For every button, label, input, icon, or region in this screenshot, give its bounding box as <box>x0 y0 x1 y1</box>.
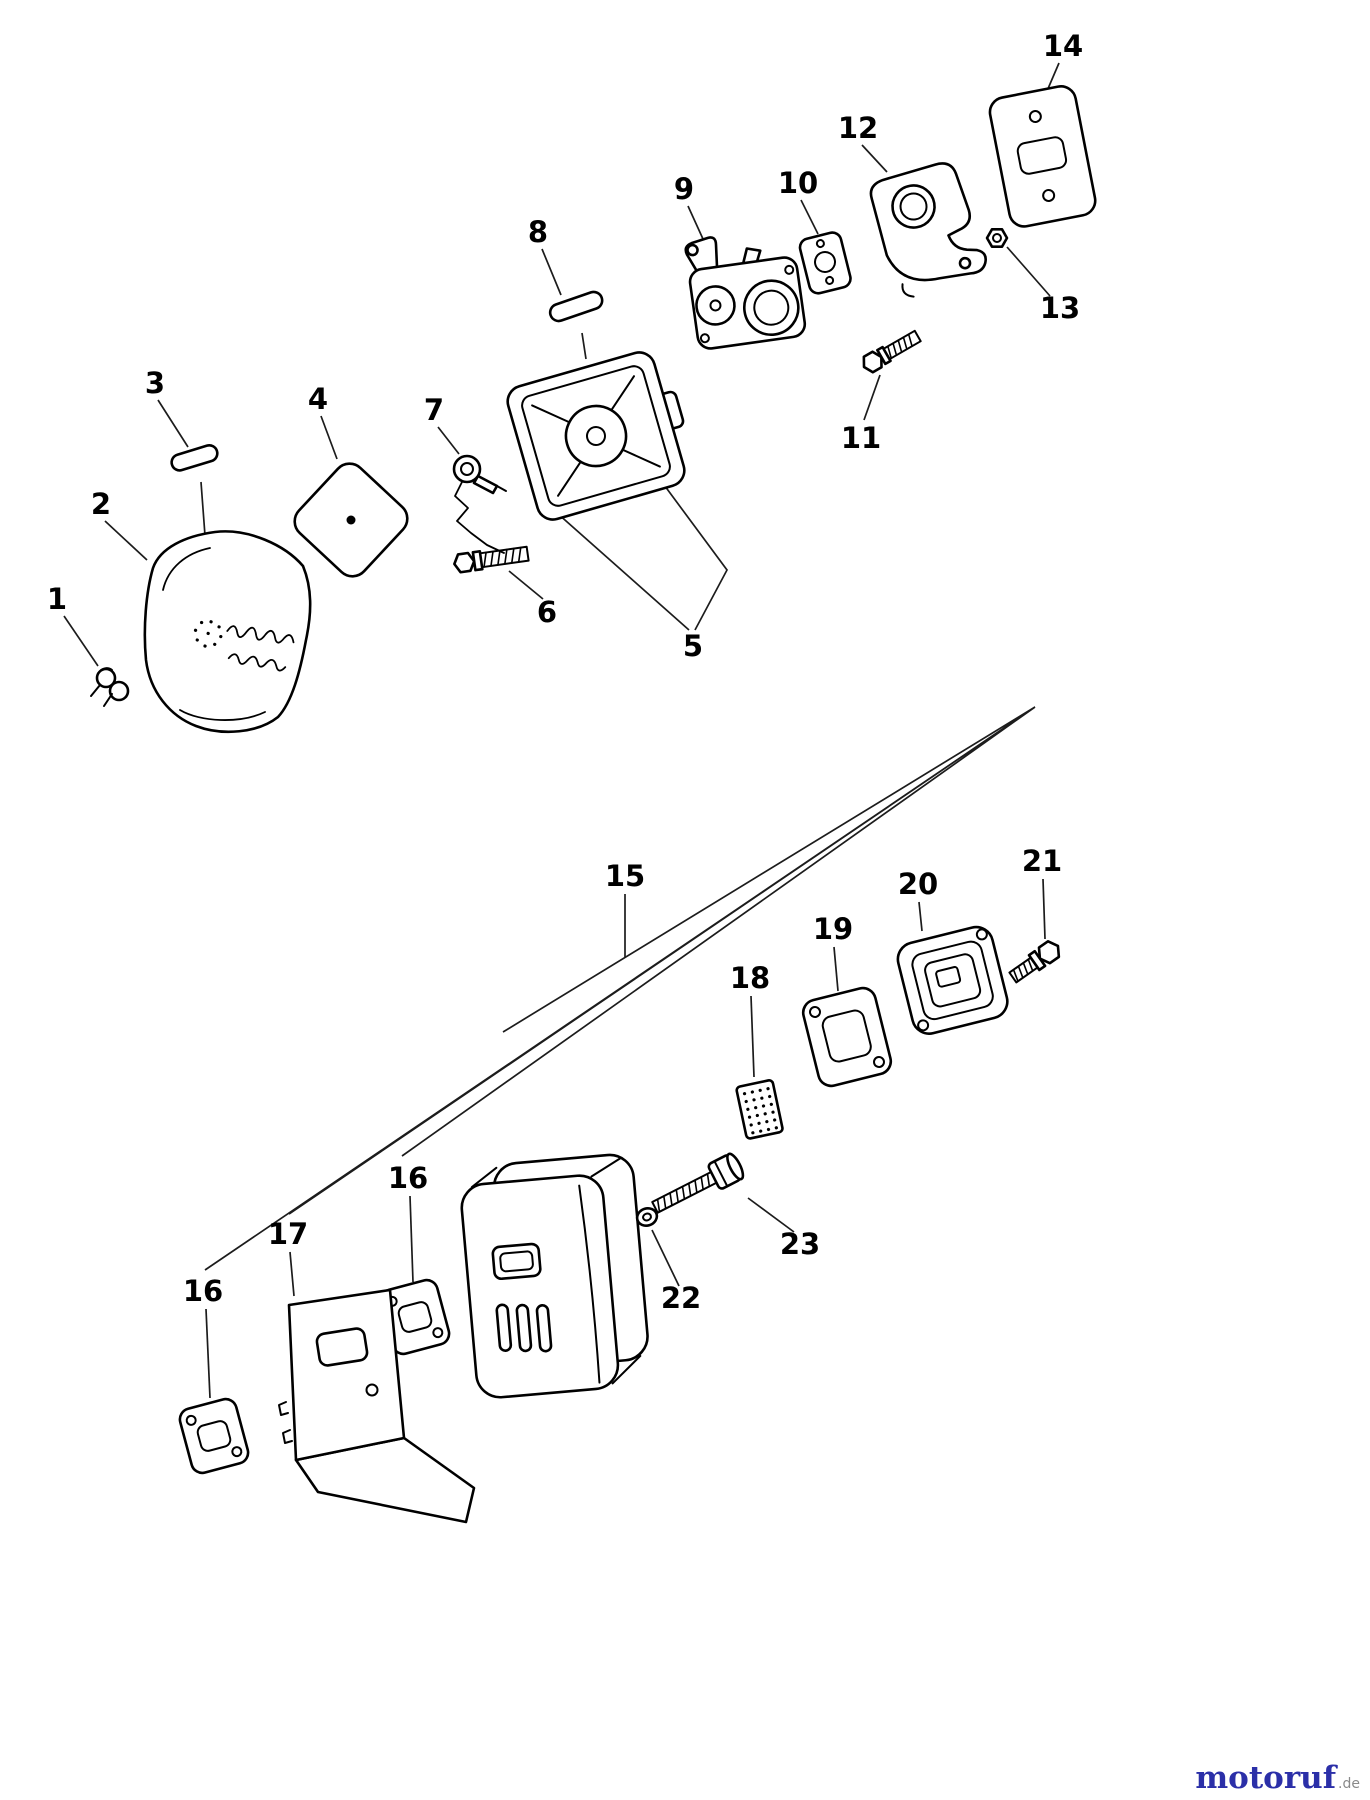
part-14-plate-gasket <box>988 85 1097 228</box>
leader-6 <box>508 570 544 600</box>
part-3-seal-strip <box>170 444 219 472</box>
assembly-fan-lines <box>204 706 1036 1271</box>
part-12-intake-block <box>869 162 987 298</box>
callout-3: 3 <box>145 366 165 400</box>
leader-19 <box>833 946 839 992</box>
leader-10 <box>800 199 819 235</box>
part-8-seal-strip <box>548 290 604 323</box>
callout-16a: 16 <box>388 1161 428 1195</box>
part-1-clip <box>90 667 130 707</box>
part-16-exhaust-gasket-upper <box>379 1278 451 1356</box>
leader-2 <box>104 520 148 561</box>
leader-21 <box>1042 878 1046 940</box>
callout-19: 19 <box>813 912 853 946</box>
callout-22: 22 <box>661 1281 701 1315</box>
callout-4: 4 <box>308 382 328 416</box>
callout-13: 13 <box>1040 291 1080 325</box>
part-5-air-filter-case <box>506 351 686 521</box>
leader-lines <box>63 62 1060 1399</box>
leader-23 <box>747 1197 795 1233</box>
callout-21: 21 <box>1022 844 1062 878</box>
part-6-bolt <box>453 545 530 574</box>
callout-12: 12 <box>838 111 878 145</box>
part-4-air-filter-element <box>293 462 409 578</box>
part-19-muffler-gasket <box>801 986 893 1088</box>
callout-labels: 1 2 3 4 5 6 7 8 9 10 11 12 13 14 15 16 1… <box>47 29 1083 1315</box>
part-16-exhaust-gasket-lower <box>178 1397 250 1475</box>
callout-18: 18 <box>730 961 770 995</box>
leader-4 <box>320 415 338 460</box>
callout-15: 15 <box>605 859 645 893</box>
part-18-spark-arrestor-screen <box>735 1079 784 1140</box>
callout-7: 7 <box>424 393 444 427</box>
callout-2: 2 <box>91 487 111 521</box>
part-7-choke-knob <box>452 454 507 554</box>
callout-14: 14 <box>1043 29 1083 63</box>
callout-20: 20 <box>898 867 938 901</box>
callout-8: 8 <box>528 215 548 249</box>
part-21-bolt <box>1008 940 1061 984</box>
leader-3 <box>157 399 207 550</box>
callout-23: 23 <box>780 1227 820 1261</box>
part-9-carburetor <box>684 236 807 350</box>
part-13-nut <box>985 228 1009 248</box>
watermark-tld-text: .de <box>1338 1776 1360 1792</box>
part-10-carburetor-gasket <box>798 231 852 295</box>
part-15-muffler <box>460 1153 649 1399</box>
part-17-muffler-shield <box>278 1288 476 1524</box>
leader-20 <box>918 901 923 932</box>
leader-12 <box>861 144 888 173</box>
leader-18 <box>750 995 755 1078</box>
part-11-bolt <box>862 329 922 374</box>
watermark-brand-text: motoruf <box>1195 1760 1337 1796</box>
part-20-muffler-cover <box>896 925 1009 1035</box>
leader-14 <box>1046 62 1060 92</box>
callout-5: 5 <box>683 629 703 663</box>
leader-1 <box>63 615 99 667</box>
leader-5 <box>547 473 729 631</box>
callout-11: 11 <box>841 421 881 455</box>
leader-16b <box>205 1308 211 1399</box>
callout-16b: 16 <box>183 1274 223 1308</box>
part-22-washer <box>635 1207 659 1227</box>
cover-logo <box>193 620 295 672</box>
callout-1: 1 <box>47 582 67 616</box>
callout-17: 17 <box>268 1217 308 1251</box>
leader-8 <box>541 248 587 360</box>
part-2-air-cleaner-cover <box>143 530 312 734</box>
watermark: motoruf .de <box>1195 1763 1360 1794</box>
leader-17 <box>289 1251 295 1297</box>
part-23-screw <box>651 1152 745 1214</box>
callout-10: 10 <box>778 166 818 200</box>
leader-22 <box>651 1229 680 1287</box>
leader-16a <box>409 1195 414 1283</box>
callout-6: 6 <box>537 595 557 629</box>
leader-13 <box>1006 246 1051 297</box>
callout-9: 9 <box>674 172 694 206</box>
leader-7 <box>437 426 460 455</box>
leader-11 <box>863 374 881 421</box>
